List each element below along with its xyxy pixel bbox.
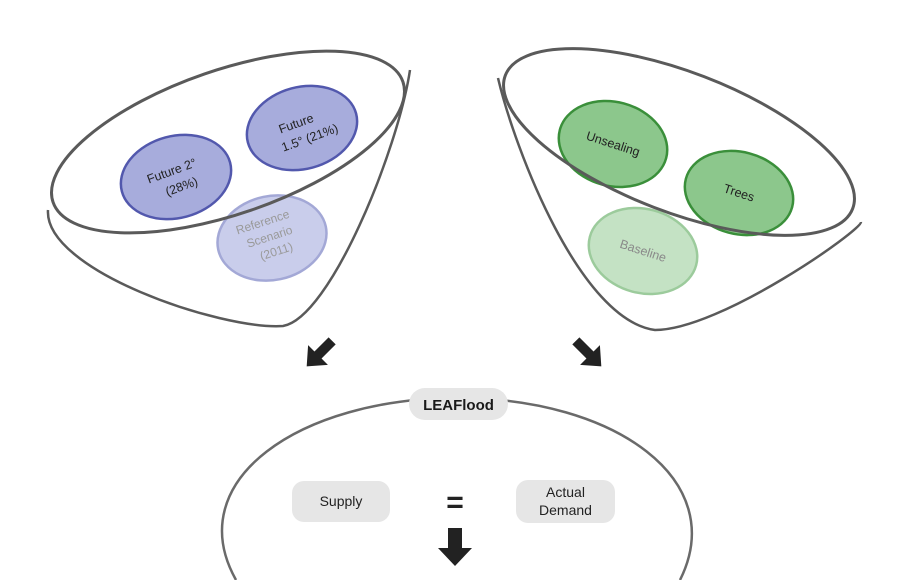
reference-scenario-node: Reference Scenario (2011) — [216, 194, 328, 282]
leaflood-model: LEAFlood Supply = Actual Demand — [220, 388, 693, 580]
climate-scenario-funnel: Reference Scenario (2011) Future 2° (28%… — [46, 49, 412, 328]
reference-scenario-ellipse — [216, 194, 328, 282]
arrow-down-right-icon — [306, 337, 336, 367]
future-2-degree-ellipse — [119, 133, 233, 221]
leaflood-title: LEAFlood — [423, 397, 494, 414]
supply-label: Supply — [320, 493, 363, 509]
trees-node: Trees — [683, 149, 795, 237]
future-1-5-degree-ellipse — [245, 84, 359, 172]
actual-demand-line2: Demand — [539, 502, 592, 518]
actual-demand-line1: Actual — [546, 484, 585, 500]
equals-sign: = — [446, 486, 464, 519]
arrow-down-icon — [438, 528, 472, 566]
unsealing-node: Unsealing — [557, 99, 669, 189]
baseline-ellipse — [587, 206, 699, 296]
land-use-funnel: Baseline Unsealing Trees — [496, 47, 863, 332]
trees-ellipse — [683, 149, 795, 237]
supply-pill — [292, 481, 390, 522]
land-use-funnel-rim — [502, 47, 856, 237]
baseline-node: Baseline — [587, 206, 699, 296]
leaflood-title-pill — [409, 388, 508, 420]
climate-funnel-body — [46, 69, 412, 328]
future-1-5-degree-node: Future 1.5° (21%) — [245, 84, 359, 172]
land-use-funnel-body — [496, 77, 863, 332]
future-2-degree-node: Future 2° (28%) — [119, 133, 233, 221]
arrow-down-left-icon — [572, 337, 602, 367]
climate-funnel-rim — [50, 49, 406, 235]
actual-demand-pill — [516, 480, 615, 523]
